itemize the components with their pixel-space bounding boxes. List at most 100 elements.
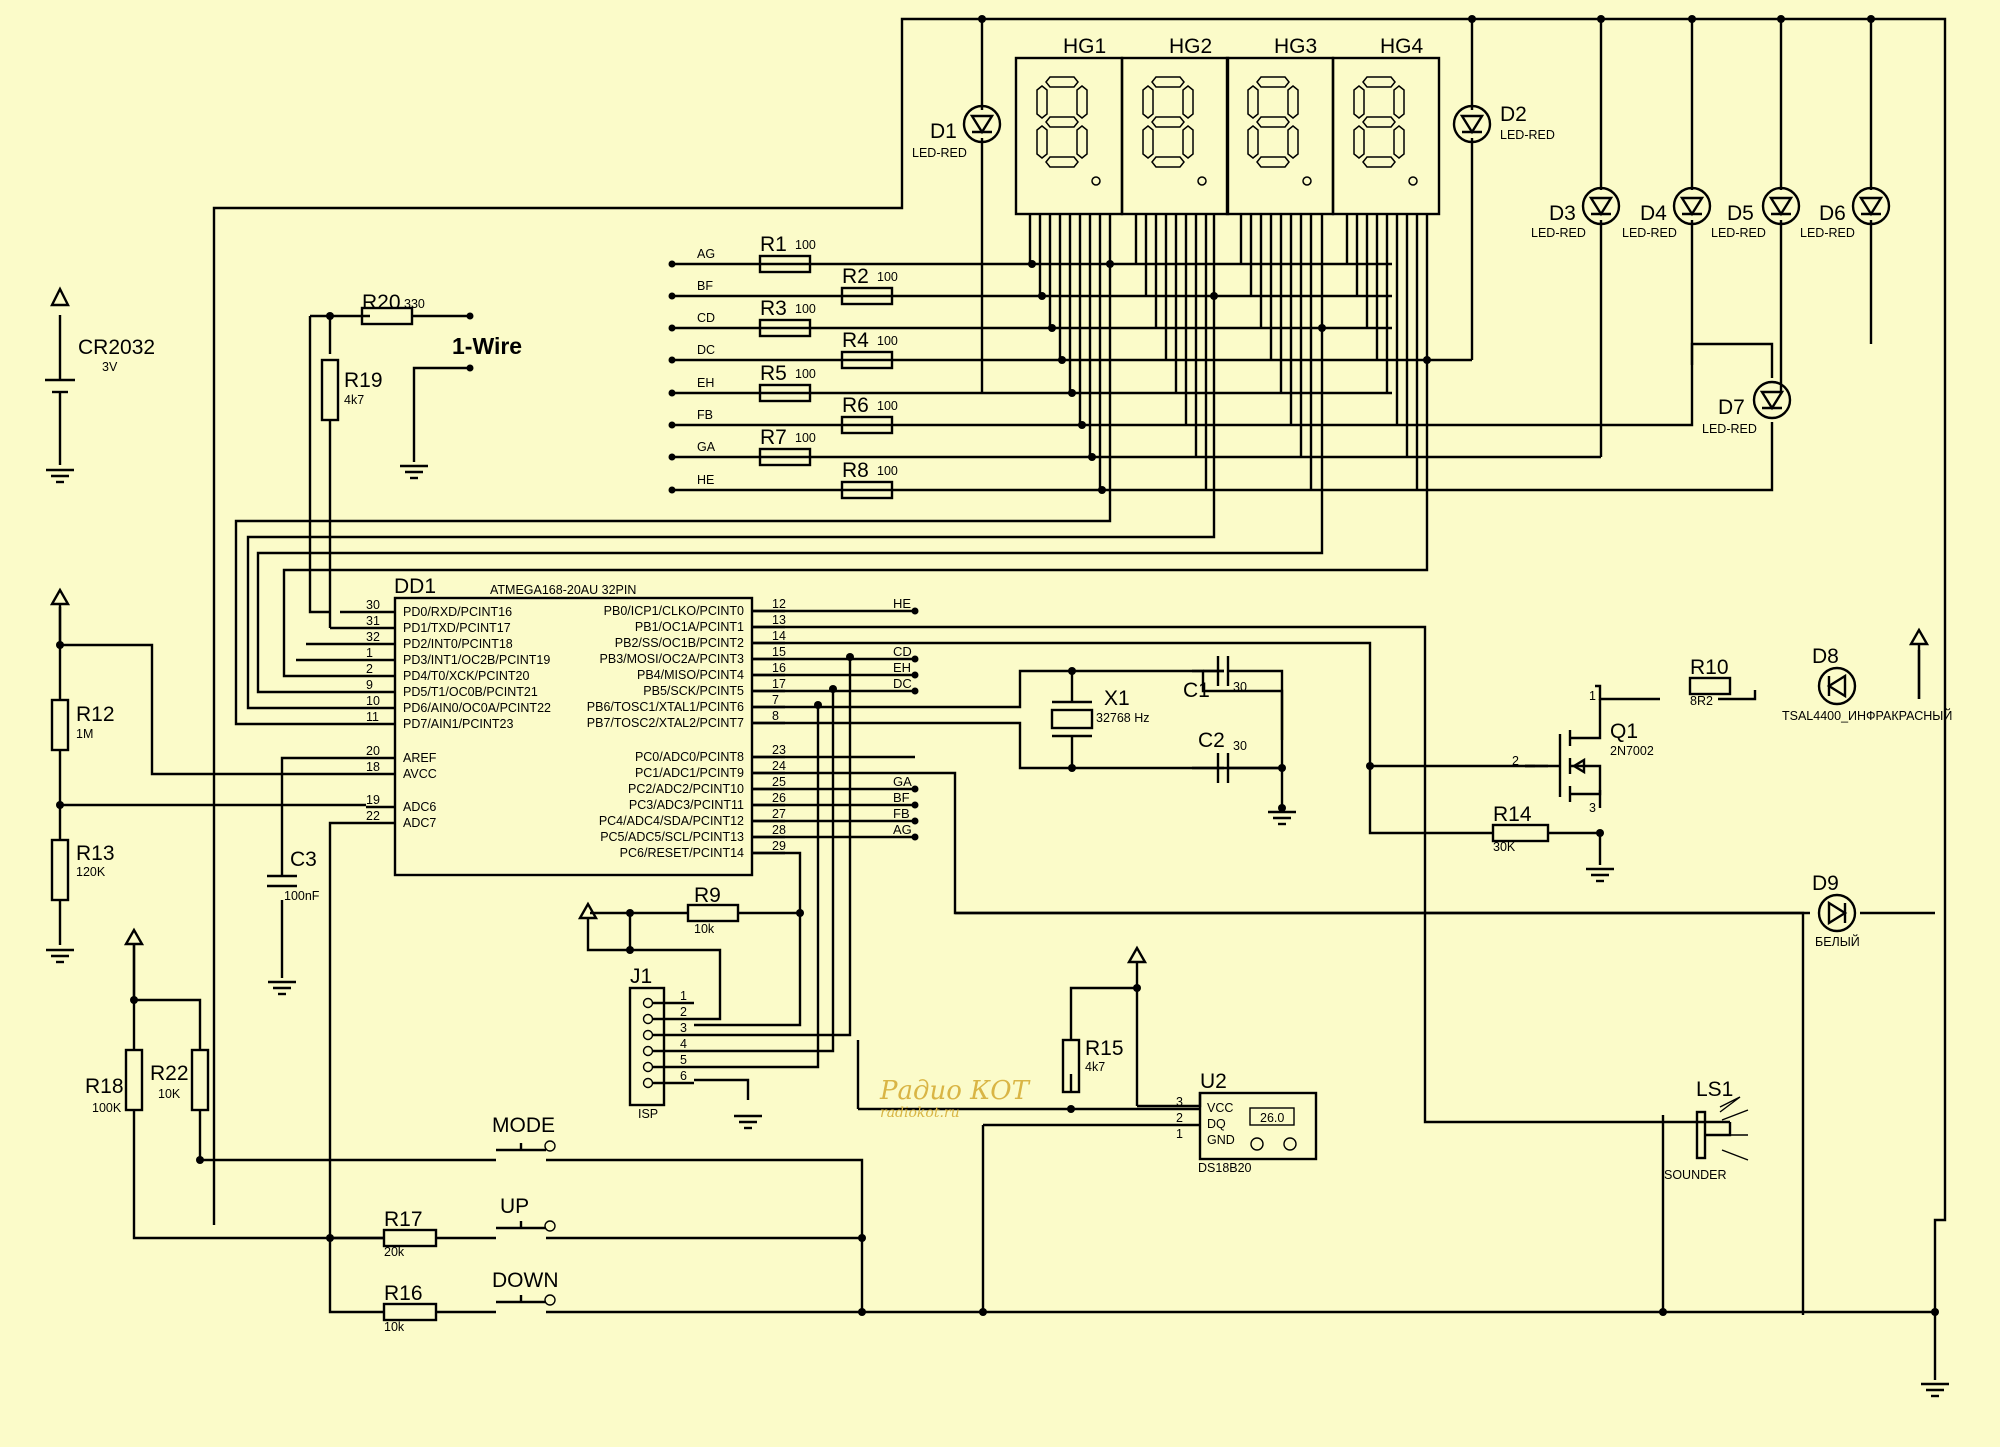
junction-dot (626, 909, 634, 917)
ground-icon (400, 464, 428, 480)
mcu-left-pin-name: PD6/AIN0/OC0A/PCINT22 (403, 701, 551, 715)
mcu-left-pin-num: 19 (366, 793, 380, 807)
buzzer-ls1: LS1 SOUNDER (1664, 1078, 1749, 1182)
vcc-arrow-icon (49, 587, 71, 616)
button-mode[interactable]: MODE (492, 1114, 556, 1152)
junction-dot (1068, 389, 1076, 397)
junction-dot (1067, 1105, 1075, 1113)
r1-ref: R1 (760, 233, 787, 256)
junction-dot (196, 1156, 204, 1164)
net-terminal (668, 389, 676, 397)
isp-pin-num: 5 (680, 1053, 687, 1067)
junction-dot (1931, 1308, 1939, 1316)
d3-type: LED-RED (1531, 226, 1586, 240)
q1-ref: Q1 (1610, 720, 1638, 743)
mcu-left-pin-name: AVCC (403, 767, 437, 781)
mcu-right-pin-name: PB0/ICP1/CLKO/PCINT0 (604, 604, 744, 618)
mcu-left-pin-name: PD7/AIN1/PCINT23 (403, 717, 514, 731)
junction-dot (1048, 324, 1056, 332)
mcu-left-pin-name: PD4/T0/XCK/PCINT20 (403, 669, 529, 683)
mcu-right-pin-num: 13 (772, 613, 786, 627)
q1-pin3: 3 (1589, 801, 1596, 815)
u2-pin-gnd: GND (1207, 1133, 1235, 1147)
r5-ref: R5 (760, 362, 787, 385)
button-down-label: DOWN (492, 1269, 559, 1292)
r10-value: 8R2 (1690, 694, 1713, 708)
r18-ref: R18 (85, 1075, 124, 1098)
segment-net-label: HE (697, 473, 714, 487)
onewire-label: 1-Wire (452, 333, 522, 359)
r8-value: 100 (877, 464, 898, 478)
r9-ref: R9 (694, 884, 721, 907)
d9-type: БЕЛЫЙ (1815, 934, 1860, 949)
ground-icon (268, 980, 296, 996)
net-terminal (668, 453, 676, 461)
junction-dot (1597, 15, 1605, 23)
c1-ref: C1 (1183, 679, 1210, 702)
button-down[interactable]: DOWN (492, 1269, 559, 1306)
button-up-label: UP (500, 1195, 529, 1218)
junction-dot (1278, 764, 1286, 772)
display-ref: HG2 (1169, 35, 1212, 58)
down-arrow-icon (1250, 1137, 1264, 1151)
display-hg1: HG1 (1014, 35, 1124, 216)
u2-reading: 26.0 (1260, 1111, 1284, 1125)
r3-value: 100 (795, 302, 816, 316)
isp-pin-num: 2 (680, 1005, 687, 1019)
display-hg2: HG2 (1120, 35, 1230, 216)
junction-dot (1028, 260, 1036, 268)
mcu-ref: DD1 (394, 575, 436, 598)
button-up[interactable]: UP (496, 1195, 556, 1232)
u2-pin-dq: DQ (1207, 1117, 1226, 1131)
net-terminal (668, 356, 676, 364)
mcu-right-pin-name: PC5/ADC5/SCL/PCINT13 (600, 830, 744, 844)
ls1-ref: LS1 (1696, 1078, 1733, 1101)
mcu-right-pin-num: 12 (772, 597, 786, 611)
r2-ref: R2 (842, 265, 869, 288)
mcu-left-pin-name: AREF (403, 751, 437, 765)
d1-type: LED-RED (912, 146, 967, 160)
segment-net-label: GA (697, 440, 716, 454)
junction-dot (1106, 260, 1114, 268)
d1-ref: D1 (930, 120, 957, 143)
mcu-right-pin-num: 23 (772, 743, 786, 757)
r16-ref: R16 (384, 1282, 423, 1305)
u2-pin-vcc: VCC (1207, 1101, 1233, 1115)
junction-dot (1366, 762, 1374, 770)
c3-value: 100nF (284, 889, 320, 903)
mcu-right-pin-num: 27 (772, 807, 786, 821)
segment-net-label: FB (697, 408, 713, 422)
r16-value: 10k (384, 1320, 405, 1334)
junction-dot (1038, 292, 1046, 300)
mcu-left-pin-name: ADC6 (403, 800, 436, 814)
mcu-left-pin-num: 11 (366, 710, 379, 724)
d7-type: LED-RED (1702, 422, 1757, 436)
r22-value: 10K (158, 1087, 181, 1101)
r4-value: 100 (877, 334, 898, 348)
r8-ref: R8 (842, 459, 869, 482)
mcu-left-pin-name: PD2/INT0/PCINT18 (403, 637, 513, 651)
r17-value: 20k (384, 1245, 405, 1259)
c1-value: 30 (1233, 680, 1247, 694)
net-terminal (668, 421, 676, 429)
net-terminal (911, 785, 919, 793)
vcc-arrow-icon (123, 927, 145, 956)
segment-net-label: EH (697, 376, 714, 390)
r7-ref: R7 (760, 426, 787, 449)
junction-dot (1068, 764, 1076, 772)
segment-net-label: CD (697, 311, 715, 325)
r9-value: 10k (694, 922, 715, 936)
battery-ref: CR2032 (78, 336, 155, 359)
mcu-right-pin-name: PC6/RESET/PCINT14 (620, 846, 744, 860)
junction-dot (829, 685, 837, 693)
d7-ref: D7 (1718, 396, 1745, 419)
mcu-right-pin-num: 16 (772, 661, 786, 675)
mcu-right-pin-num: 29 (772, 839, 786, 853)
display-ref: HG3 (1274, 35, 1317, 58)
net-terminal (668, 486, 676, 494)
